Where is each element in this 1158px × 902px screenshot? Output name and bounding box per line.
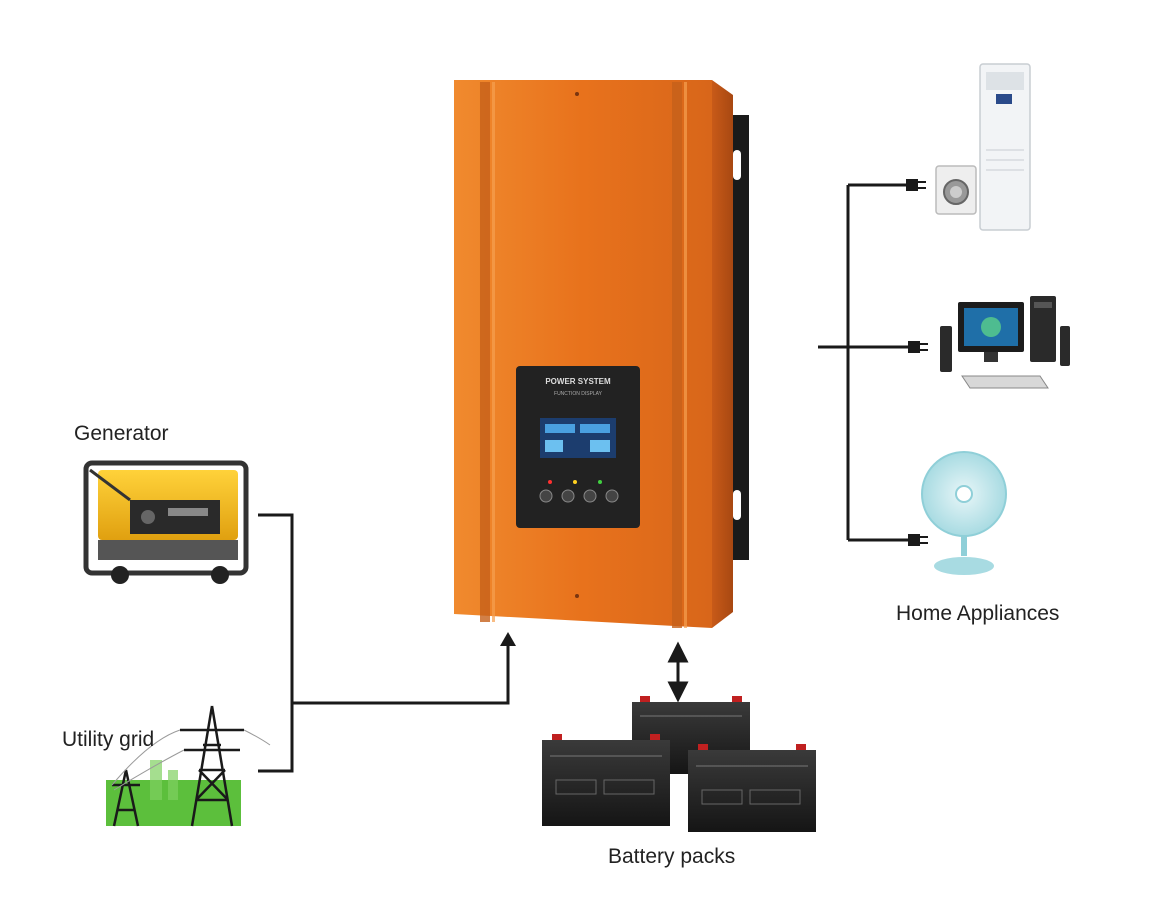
generator-icon xyxy=(83,460,249,584)
load-bus-wire xyxy=(818,183,910,542)
inverter-unit: POWER SYSTEM FUNCTION DISPLAY xyxy=(454,80,749,628)
input-arrow xyxy=(500,632,516,646)
desktop-computer-icon xyxy=(940,296,1070,389)
panel-button-2 xyxy=(561,489,575,503)
plug-icon-3 xyxy=(908,534,928,546)
generator-label: Generator xyxy=(74,422,169,445)
panel-subtext: FUNCTION DISPLAY xyxy=(554,391,603,397)
battery-left xyxy=(542,734,670,826)
utility-grid-icon xyxy=(106,705,271,827)
electric-fan-icon xyxy=(921,451,1007,575)
control-panel: POWER SYSTEM FUNCTION DISPLAY xyxy=(516,366,640,528)
battery-packs-icon xyxy=(542,696,816,832)
generator-wire xyxy=(258,513,294,773)
led-green xyxy=(598,480,602,484)
wiring xyxy=(258,183,910,773)
led-red xyxy=(548,480,552,484)
utility-grid-label: Utility grid xyxy=(62,728,155,751)
panel-button-1 xyxy=(539,489,553,503)
home-appliances-label: Home Appliances xyxy=(896,602,1060,625)
washing-machine-icon xyxy=(935,165,977,215)
battery-packs-label: Battery packs xyxy=(608,845,736,868)
battery-right xyxy=(688,744,816,832)
air-conditioner-icon xyxy=(979,63,1031,231)
inverter-side xyxy=(712,80,733,628)
plug-icon-2 xyxy=(908,341,928,353)
led-yellow xyxy=(573,480,577,484)
plug-icon-1 xyxy=(906,179,926,191)
utility-grid-wire xyxy=(292,640,510,705)
panel-button-4 xyxy=(605,489,619,503)
panel-button-3 xyxy=(583,489,597,503)
brand-text: POWER SYSTEM xyxy=(545,377,611,386)
